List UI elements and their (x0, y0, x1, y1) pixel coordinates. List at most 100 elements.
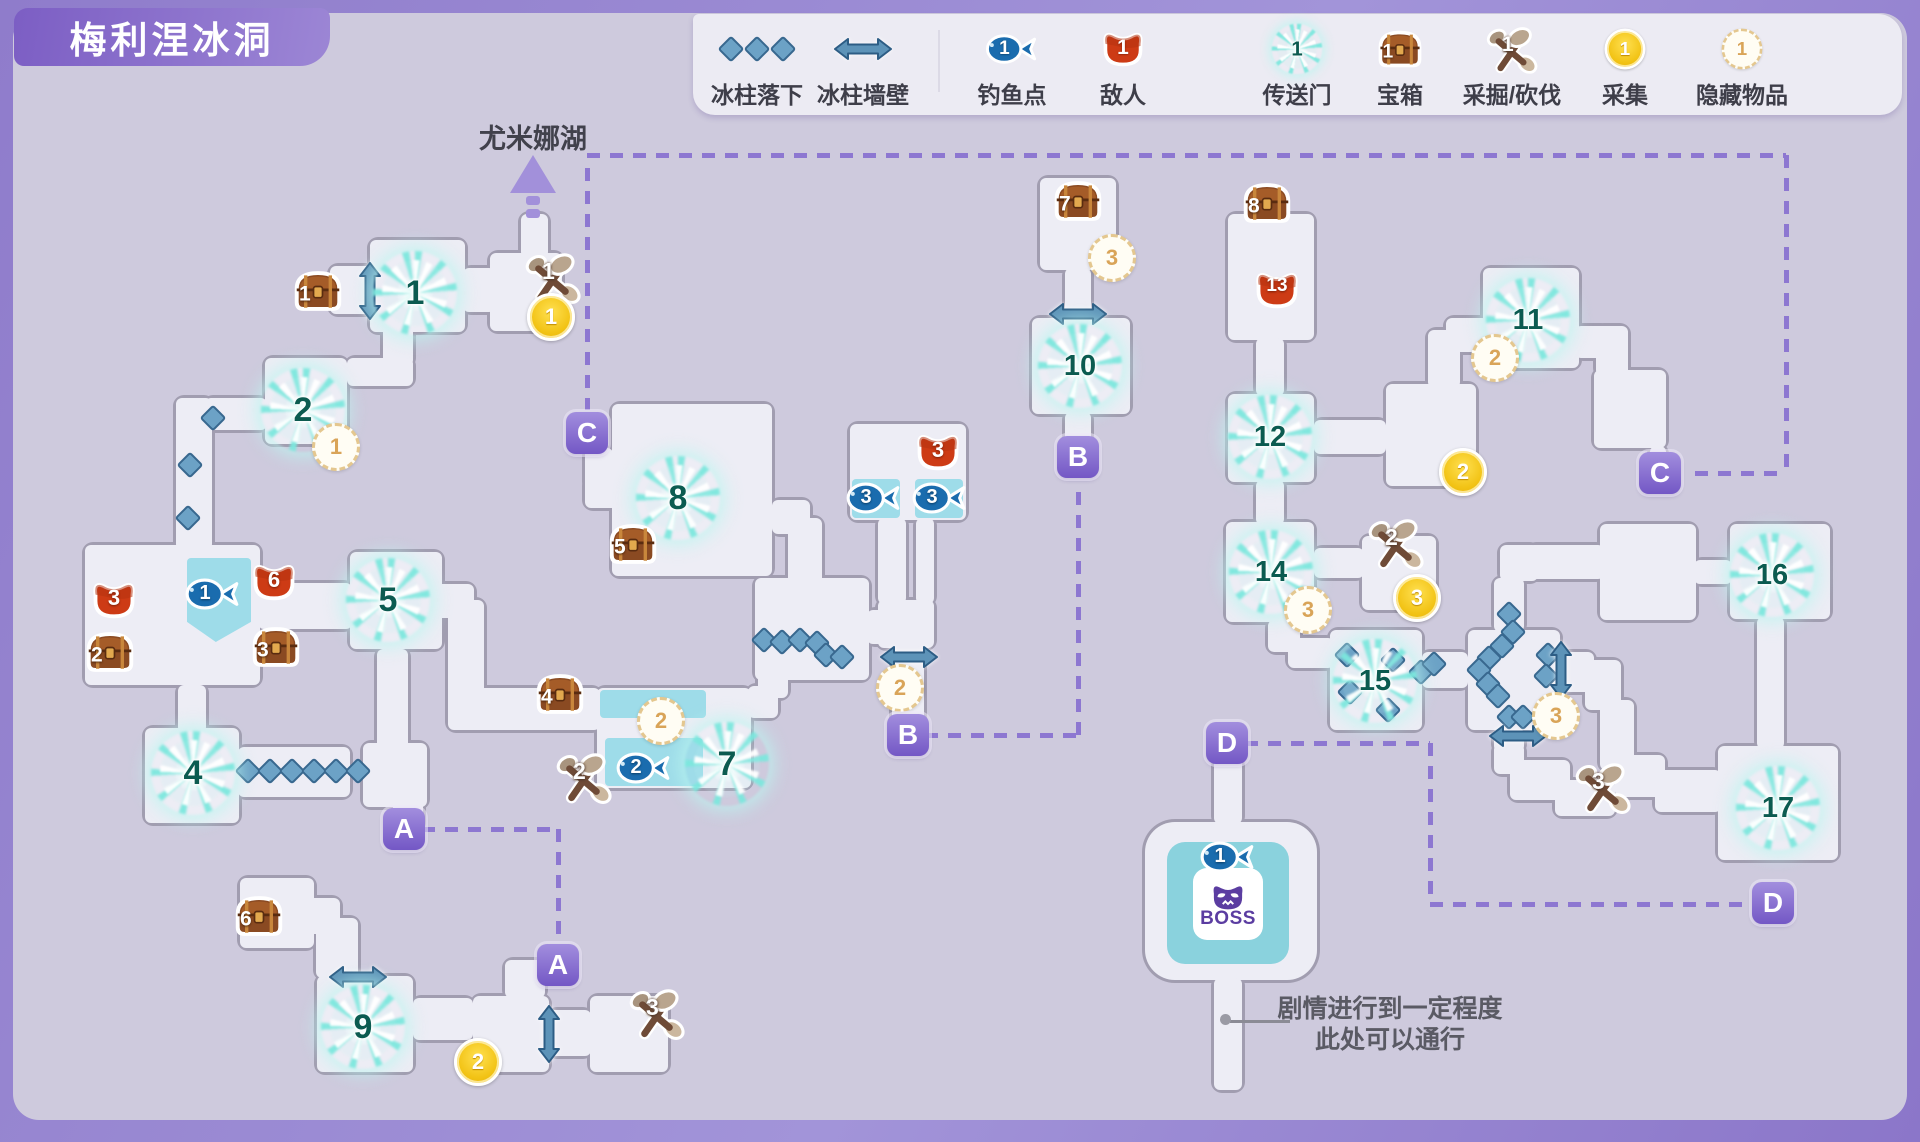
map-marker-a: A (383, 808, 425, 850)
route-dashed-line (1430, 901, 1752, 907)
legend-label: 宝箱 (1377, 82, 1423, 108)
marker-letter: D (1762, 887, 1784, 918)
map-room (463, 268, 495, 312)
route-dashed-line (1427, 743, 1433, 904)
mining-logging-icon: 3 (1574, 760, 1632, 814)
enemy-icon: 13 (1252, 267, 1302, 313)
marker-letter: B (1067, 441, 1089, 472)
legend-icon-mining: 1 (1452, 22, 1572, 74)
map-room (1694, 560, 1732, 584)
gather-icon: 1 (527, 293, 575, 341)
gather-icon: 2 (1439, 448, 1487, 496)
treasure-chest-icon: 4 (533, 671, 587, 718)
ice-wall-icon (329, 966, 387, 988)
legend-icon-portal: 1 (1237, 22, 1357, 75)
lake-arrow-icon (510, 155, 556, 193)
map-room (363, 743, 427, 807)
legend-label: 传送门 (1262, 82, 1332, 108)
legend-label: 钓鱼点 (977, 82, 1047, 108)
mining-logging-icon: 2 (555, 750, 613, 804)
treasure-chest-icon: 6 (232, 893, 286, 940)
hidden-item-icon: 3 (1532, 692, 1580, 740)
map-room (1314, 420, 1386, 454)
lake-arrow-stem (526, 196, 540, 205)
legend-label: 冰柱墙壁 (817, 82, 909, 108)
map-room (1655, 770, 1721, 812)
map-room (1594, 370, 1666, 448)
route-dashed-line (1695, 470, 1786, 476)
icicle-fall-icon (743, 35, 771, 63)
marker-letter: C (1649, 457, 1671, 488)
fishing-spot-icon: 3 (844, 478, 904, 518)
route-dashed-line (422, 826, 558, 832)
gather-icon: 3 (1393, 574, 1441, 622)
ice-wall-icon (1049, 303, 1107, 325)
teleport-portal-icon: 15 (1333, 639, 1417, 723)
legend-item-chest: 1 宝箱 (1340, 22, 1460, 110)
fishing-spot-icon: 1 (183, 574, 243, 614)
hidden-item-icon: 2 (637, 697, 685, 745)
story-note: 剧情进行到一定程度 此处可以通行 (1240, 994, 1540, 1056)
enemy-icon: 1 (1099, 27, 1147, 71)
map-room (1314, 548, 1364, 578)
note-callout-line (1230, 1020, 1290, 1023)
teleport-portal-icon: 5 (346, 558, 430, 642)
legend-item-portal: 1 传送门 (1237, 22, 1357, 110)
teleport-portal-icon: 7 (685, 722, 769, 806)
map-room (1528, 545, 1604, 579)
treasure-chest-icon: 3 (249, 624, 303, 671)
icicle-fall-icon (769, 35, 797, 63)
legend-item-gather: 1 采集 (1565, 22, 1685, 110)
marker-letter: A (393, 813, 415, 844)
note-callout-dot (1220, 1014, 1231, 1025)
teleport-portal-icon: 9 (321, 985, 405, 1069)
ice-wall-icon (538, 1005, 560, 1063)
mining-logging-icon: 1 (1485, 24, 1538, 74)
route-dashed-line (1075, 492, 1081, 735)
ice-wall-icon (834, 38, 892, 60)
enemy-icon: 6 (249, 559, 299, 605)
map-room (1757, 617, 1784, 749)
map-room (1596, 326, 1628, 376)
legend-label: 隐藏物品 (1696, 82, 1788, 108)
gather-icon: 2 (454, 1038, 502, 1086)
treasure-chest-icon: 5 (606, 521, 660, 568)
map-room (1214, 758, 1242, 824)
teleport-portal-icon: 4 (151, 731, 235, 815)
hidden-item-icon: 1 (1721, 28, 1763, 70)
enemy-icon: 3 (913, 429, 963, 475)
teleport-portal-icon: 12 (1228, 395, 1312, 479)
gather-icon: 1 (1604, 28, 1646, 70)
treasure-chest-icon: 2 (83, 629, 137, 676)
ice-wall-icon (880, 646, 938, 668)
mining-logging-icon: 3 (628, 986, 686, 1040)
legend-divider (938, 30, 940, 92)
legend-label: 采掘/砍伐 (1462, 82, 1562, 108)
boss-face-icon (1213, 886, 1243, 910)
map-room (1256, 338, 1284, 396)
map-room (178, 685, 206, 733)
hidden-item-icon: 3 (1088, 234, 1136, 282)
map-room (316, 918, 358, 978)
lake-arrow-stem (526, 209, 540, 218)
route-dashed-line (584, 168, 590, 410)
map-room (377, 649, 408, 749)
hidden-item-icon: 1 (312, 423, 360, 471)
map-room (585, 478, 627, 508)
marker-letter: B (897, 719, 919, 750)
legend-icon-hidden: 1 (1682, 22, 1802, 74)
route-dashed-line (555, 829, 561, 945)
icicle-fall-icon (717, 35, 745, 63)
treasure-chest-icon: 1 (291, 268, 345, 315)
hidden-item-icon: 2 (1471, 334, 1519, 382)
fishing-spot-icon: 2 (614, 748, 674, 788)
teleport-portal-icon: 17 (1736, 766, 1820, 850)
route-dashed-line (587, 152, 1786, 158)
map-room (1256, 480, 1284, 525)
treasure-chest-icon: 1 (1375, 27, 1425, 70)
map-room (916, 518, 934, 604)
map-marker-a: A (537, 944, 579, 986)
map-room (1600, 524, 1696, 620)
legend-icon-fish: 1 (952, 22, 1072, 74)
legend-item-diamonds: 冰柱落下 (697, 22, 817, 110)
